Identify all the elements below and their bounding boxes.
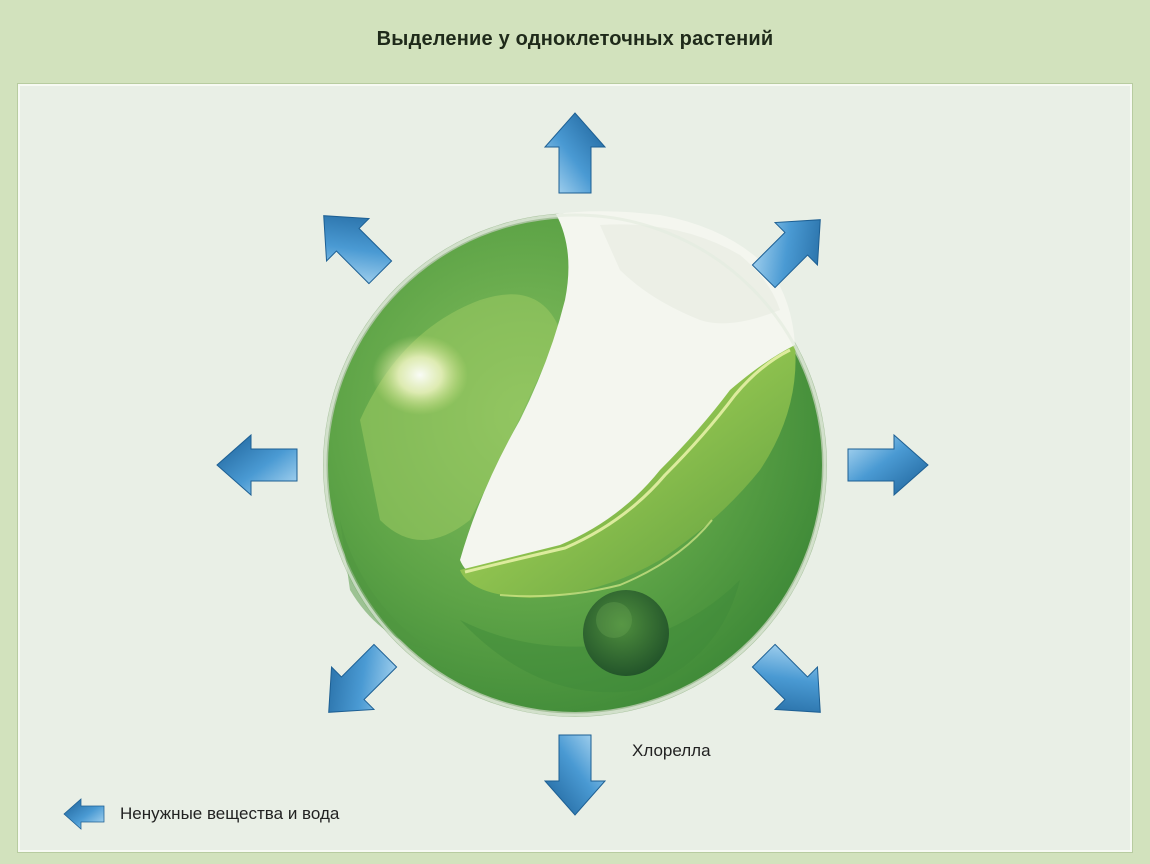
nucleus <box>583 590 669 676</box>
arrow-up-icon <box>543 112 607 194</box>
arrow-down-left-icon <box>328 643 398 713</box>
chloroplast <box>460 345 796 598</box>
arrow-down-right-icon <box>751 643 821 713</box>
legend-arrow-icon <box>63 798 105 830</box>
arrow-down-icon <box>543 734 607 816</box>
organism-label: Хлорелла <box>632 741 711 760</box>
chlorella-cell <box>323 211 827 717</box>
arrow-left-icon <box>216 433 298 497</box>
arrow-right-icon <box>847 433 929 497</box>
diagram-title: Выделение у одноклеточных растений <box>376 28 774 50</box>
legend: Ненужные вещества и вода <box>62 796 339 832</box>
arrow-up-right-icon <box>751 219 821 289</box>
arrow-up-left-icon <box>323 215 393 285</box>
legend-label: Ненужные вещества и вода <box>120 804 340 823</box>
